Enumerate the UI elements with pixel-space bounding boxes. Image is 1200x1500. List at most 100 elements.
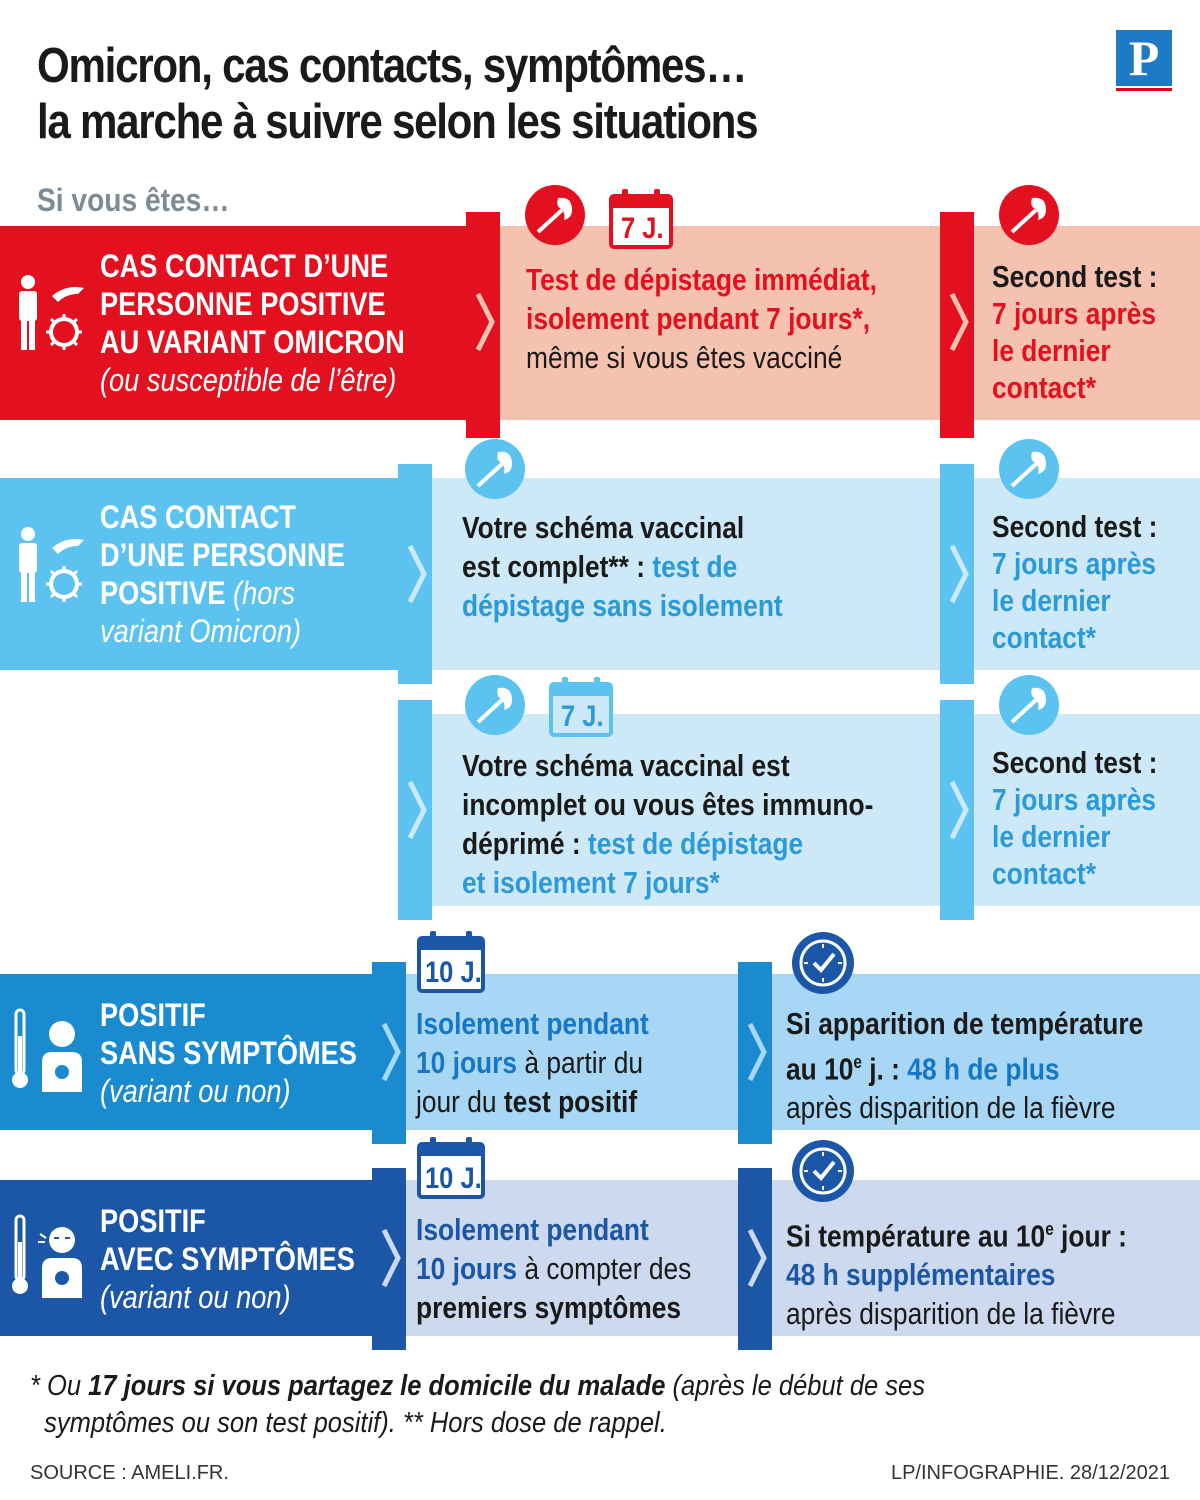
row1-left-text: CAS CONTACT D’UNE PERSONNE POSITIVE AU V… (100, 247, 405, 399)
row1-right-bar (940, 226, 1200, 420)
row1-right-line3: le dernier (992, 333, 1111, 368)
row4-right-bar (738, 974, 1200, 1130)
row1-left-bar (0, 226, 500, 420)
title-line-1: Omicron, cas contacts, symptômes… (37, 39, 747, 93)
row4-mid-line2a: 10 jours (416, 1045, 518, 1080)
row2-mid-line2a: est complet** : (462, 549, 653, 584)
row2-left-line3b: (hors (225, 575, 295, 611)
le-parisien-logo: P (1116, 30, 1172, 86)
row3-mid-line3b: test de dépistage (587, 826, 804, 861)
row4-calendar-label: 10 J. (425, 956, 482, 989)
row1-middle-text: Test de dépistage immédiat, isolement pe… (526, 260, 877, 377)
row3-right-line4: contact* (992, 856, 1096, 891)
title-line-2: la marche à suivre selon les situations (37, 95, 759, 149)
row4-mid-line3a: jour du (416, 1084, 504, 1119)
clock-icon (792, 1140, 854, 1202)
footnote-l1a: * Ou (30, 1370, 89, 1402)
row5-calendar-label: 10 J. (425, 1162, 482, 1195)
thermometer-sick-person-icon (12, 1214, 82, 1298)
logo-underline (1116, 88, 1172, 91)
person-contact-virus-icon (19, 275, 84, 350)
row2-right-line2: 7 jours après (992, 546, 1157, 581)
row2-middle-text: Votre schéma vaccinal est complet** : te… (462, 508, 783, 625)
row1-right-line4: contact* (992, 370, 1096, 405)
row4-divider-1 (372, 962, 406, 1144)
row4-mid-line3b: test positif (503, 1084, 638, 1119)
row2-mid-line2b: test de (652, 549, 738, 584)
row3-mid-line1: Votre schéma vaccinal est (462, 748, 790, 783)
thermometer-person-icon (12, 1008, 82, 1092)
row4-right-sup: e (853, 1052, 862, 1072)
row5-mid-line3: premiers symptômes (416, 1290, 682, 1325)
row2-left-line2: D’UNE PERSONNE (100, 537, 345, 573)
row4-right-line2a: au 10 (786, 1051, 854, 1087)
row1-left-sub: (ou susceptible de l’être) (100, 362, 397, 398)
row2-right-line1: Second test : (992, 509, 1158, 544)
row4-mid-line2b: à partir du (517, 1045, 644, 1080)
row1-left-line1: CAS CONTACT D’UNE (100, 248, 389, 284)
chevron-right-icon (949, 780, 969, 840)
row1-left-line2: PERSONNE POSITIVE (100, 286, 386, 322)
swab-test-icon (999, 675, 1059, 735)
row5-mid-line1: Isolement pendant (416, 1212, 649, 1247)
chevron-right-icon (381, 1022, 401, 1082)
row3-right-line2: 7 jours après (992, 782, 1157, 817)
page-title: Omicron, cas contacts, symptômes… la mar… (37, 38, 759, 150)
row1-right-line1: Second test : (992, 259, 1158, 294)
chevron-right-icon (381, 1228, 401, 1288)
calendar-icon (549, 677, 613, 737)
row4-left-sub: (variant ou non) (100, 1073, 291, 1109)
row2-right-text: Second test : 7 jours après le dernier c… (992, 508, 1157, 656)
row1-middle-bar (500, 226, 940, 420)
row5-right-bar (738, 1180, 1200, 1336)
chevron-right-icon (407, 780, 427, 840)
row1-mid-line2: isolement pendant 7 jours*, (526, 301, 871, 336)
chevron-right-icon (949, 544, 969, 604)
footnote-l1c: (après le début de ses (665, 1370, 926, 1402)
row3-mid-line2: incomplet ou vous êtes immuno- (462, 787, 874, 822)
row5-left-text: POSITIF AVEC SYMPTÔMES (variant ou non) (100, 1202, 355, 1316)
row2-middle-bar (432, 478, 940, 670)
row3-right-text: Second test : 7 jours après le dernier c… (992, 744, 1157, 892)
row4-left-line1: POSITIF (100, 997, 206, 1033)
swab-test-icon (525, 185, 585, 245)
row2-right-line3: le dernier (992, 583, 1111, 618)
row2-left-line3a: POSITIVE (100, 575, 226, 611)
row2-left-line4: variant Omicron) (100, 613, 302, 649)
row5-mid-line2a: 10 jours (416, 1251, 518, 1286)
row1-left-line3: AU VARIANT OMICRON (100, 324, 405, 360)
row5-right-sup: e (1045, 1219, 1054, 1239)
row5-right-line1b: jour : (1053, 1218, 1127, 1254)
row5-right-line3: après disparition de la fièvre (786, 1296, 1116, 1332)
intro-text: Si vous êtes… (37, 182, 230, 218)
row4-right-line2b: j. : (861, 1051, 908, 1087)
swab-test-icon (465, 675, 525, 735)
row4-left-text: POSITIF SANS SYMPTÔMES (variant ou non) (100, 996, 357, 1110)
clock-icon (792, 932, 854, 994)
row2-right-line4: contact* (992, 620, 1096, 655)
row4-mid-line1: Isolement pendant (416, 1006, 649, 1041)
swab-test-icon (999, 439, 1059, 499)
row5-left-sub: (variant ou non) (100, 1279, 291, 1315)
row1-mid-line3: même si vous êtes vacciné (526, 340, 843, 375)
row3-calendar-label: 7 J. (561, 700, 604, 733)
logo-letter: P (1128, 30, 1160, 86)
row4-right-text: Si apparition de température au 10e j. :… (786, 1004, 1143, 1127)
chevron-right-icon (747, 1022, 767, 1082)
row5-right-line2: 48 h supplémentaires (786, 1257, 1056, 1293)
row4-middle-bar (406, 974, 738, 1130)
footnote-l2: symptômes ou son test positif). ** Hors … (44, 1407, 667, 1439)
row3-right-line3: le dernier (992, 819, 1111, 854)
row5-divider-2 (738, 1168, 772, 1350)
row2-mid-line1: Votre schéma vaccinal (462, 510, 745, 545)
footnote: * Ou 17 jours si vous partagez le domici… (30, 1368, 925, 1442)
row5-divider-1 (372, 1168, 406, 1350)
chevron-right-icon (407, 544, 427, 604)
row1-calendar-label: 7 J. (621, 212, 664, 245)
chevron-right-icon (747, 1228, 767, 1288)
row4-middle-text: Isolement pendant 10 jours à partir du j… (416, 1004, 649, 1121)
row5-right-line1a: Si température au 10 (786, 1218, 1046, 1254)
row4-right-line3: après disparition de la fièvre (786, 1090, 1116, 1126)
row5-middle-bar (406, 1180, 738, 1336)
row4-divider-2 (738, 962, 772, 1144)
